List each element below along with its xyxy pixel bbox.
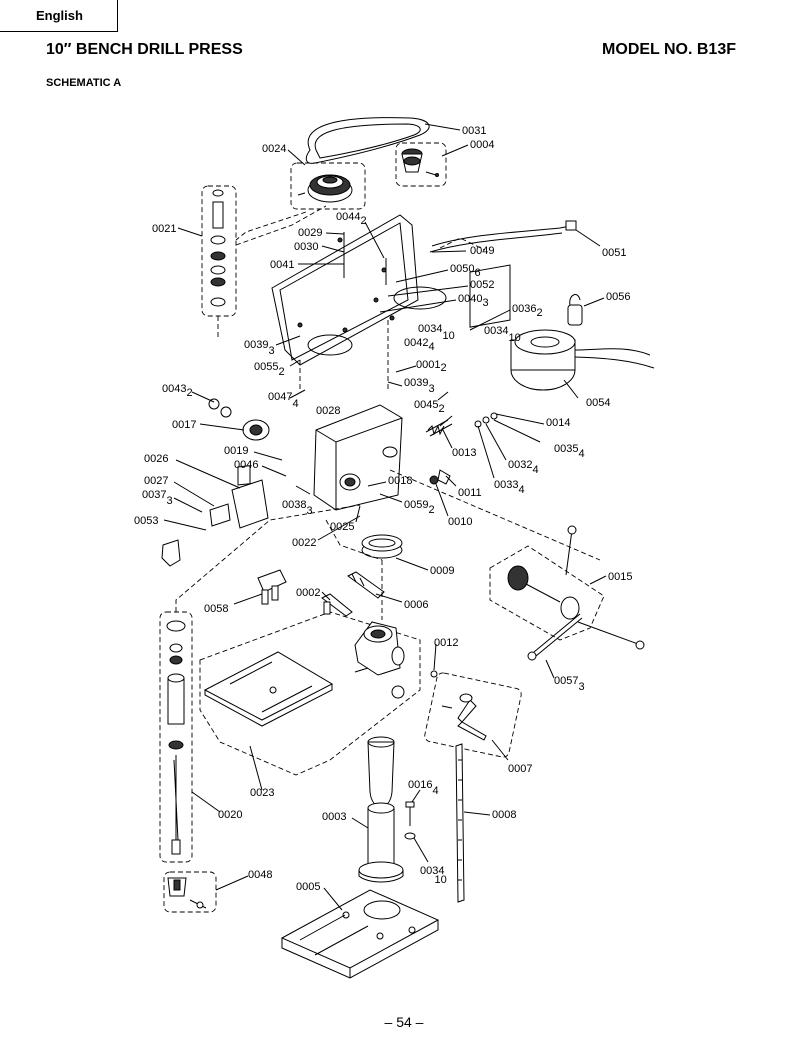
spindle-bearing-stack — [210, 189, 226, 307]
callout-0020: 0020 — [218, 809, 242, 821]
callout-0055: 00552 — [254, 361, 285, 378]
callout-0042: 00424 — [404, 337, 435, 353]
callout-0023: 0023 — [250, 787, 274, 799]
callout-0012: 0012 — [434, 637, 458, 649]
callout-0056: 0056 — [606, 291, 630, 303]
page-number: – 54 – — [384, 1014, 424, 1030]
head-casting-part — [313, 404, 403, 511]
callout-0002: 0002 — [296, 587, 320, 599]
model-number: MODEL NO. B13F — [602, 41, 736, 58]
callout-0014: 0014 — [546, 417, 570, 429]
callout-0016: 00164 — [408, 779, 439, 797]
table-bracket-part — [354, 534, 405, 699]
spindle-pulley-part — [297, 174, 353, 203]
callout-0039-a: 00393 — [244, 339, 275, 357]
callout-0057: 00573 — [554, 675, 585, 693]
callout-0038: 00383 — [282, 499, 313, 517]
callout-0029: 0029 — [298, 227, 322, 239]
work-table-part — [203, 651, 334, 727]
callout-0007: 0007 — [508, 763, 532, 775]
callout-0049: 0049 — [470, 245, 494, 257]
rack-part — [455, 743, 465, 903]
chuck-part — [167, 877, 207, 909]
callout-0004: 0004 — [470, 139, 494, 151]
callout-0028: 0028 — [316, 405, 340, 417]
callout-0027: 0027 — [144, 475, 168, 487]
page-title: 10″ BENCH DRILL PRESS — [46, 41, 243, 58]
bracket-part — [257, 569, 287, 605]
quill-assembly-part — [166, 620, 186, 855]
motor-part — [469, 264, 655, 391]
callout-0018: 0018 — [388, 475, 412, 487]
callout-0005: 0005 — [296, 881, 320, 893]
callout-0047: 00474 — [268, 391, 299, 410]
callout-0043: 00432 — [162, 383, 193, 399]
language-label: English — [36, 8, 83, 23]
callout-0044: 00442 — [336, 211, 367, 227]
callout-0046: 0046 — [234, 459, 258, 471]
callout-0026: 0026 — [144, 453, 168, 465]
callout-0021: 0021 — [152, 223, 176, 235]
callout-0051: 0051 — [602, 247, 626, 259]
callout-0024: 0024 — [262, 143, 286, 155]
callout-0017: 0017 — [172, 419, 196, 431]
callout-0035: 00354 — [554, 443, 585, 460]
callout-labels: 0031 0004 0024 0021 00442 0029 0030 0041… — [134, 125, 632, 893]
callout-0053: 0053 — [134, 515, 158, 527]
leader-lines — [163, 123, 607, 911]
callout-0008: 0008 — [492, 809, 516, 821]
callout-0022: 0022 — [292, 537, 316, 549]
callout-0015: 0015 — [608, 571, 632, 583]
callout-0011: 0011 — [458, 487, 482, 499]
callout-0052: 0052 — [470, 279, 494, 291]
language-tab: English — [0, 0, 118, 32]
callout-0003: 0003 — [322, 811, 346, 823]
base-bolt-part — [404, 801, 416, 840]
feed-handle-part — [507, 525, 645, 661]
callout-0031: 0031 — [462, 125, 486, 137]
belt-part — [305, 117, 430, 164]
callout-0010: 0010 — [448, 516, 472, 528]
callout-0001: 00012 — [416, 359, 447, 374]
callout-0032: 00324 — [508, 459, 539, 476]
callout-0041: 0041 — [270, 259, 294, 271]
callout-0059: 00592 — [404, 499, 435, 516]
callout-0054: 0054 — [586, 397, 610, 409]
callout-0030: 0030 — [294, 241, 318, 253]
callout-0050: 00506 — [450, 263, 481, 279]
callout-0033: 00334 — [494, 479, 525, 496]
motor-pulley-part — [401, 148, 439, 177]
callout-0048: 0048 — [248, 869, 272, 881]
capacitor-part — [567, 294, 583, 326]
callout-0013: 0013 — [452, 447, 476, 459]
callout-0036: 00362 — [512, 303, 543, 319]
callout-0034-b: 003410 — [484, 325, 521, 344]
callout-0025: 0025 — [330, 521, 354, 533]
callout-0040: 00403 — [458, 293, 489, 309]
callout-0037: 00373 — [142, 489, 173, 507]
callout-0009: 0009 — [430, 565, 454, 577]
callout-0034-a: 003410 — [418, 323, 455, 342]
table-lock-part — [321, 593, 353, 617]
column-part — [358, 736, 404, 883]
crank-handle-part — [441, 693, 487, 741]
depth-stop-part — [208, 398, 270, 441]
base-part — [280, 889, 440, 979]
callout-0058: 0058 — [204, 603, 228, 615]
callout-0019: 0019 — [224, 445, 248, 457]
callout-0039-b: 00393 — [404, 377, 435, 395]
schematic-subtitle: SCHEMATIC A — [46, 77, 122, 89]
spring-assembly-part — [425, 412, 498, 485]
switch-box-part — [161, 465, 269, 567]
callout-0045: 00452 — [414, 399, 445, 415]
pinion-shaft-part — [347, 571, 385, 599]
callout-0006: 0006 — [404, 599, 428, 611]
